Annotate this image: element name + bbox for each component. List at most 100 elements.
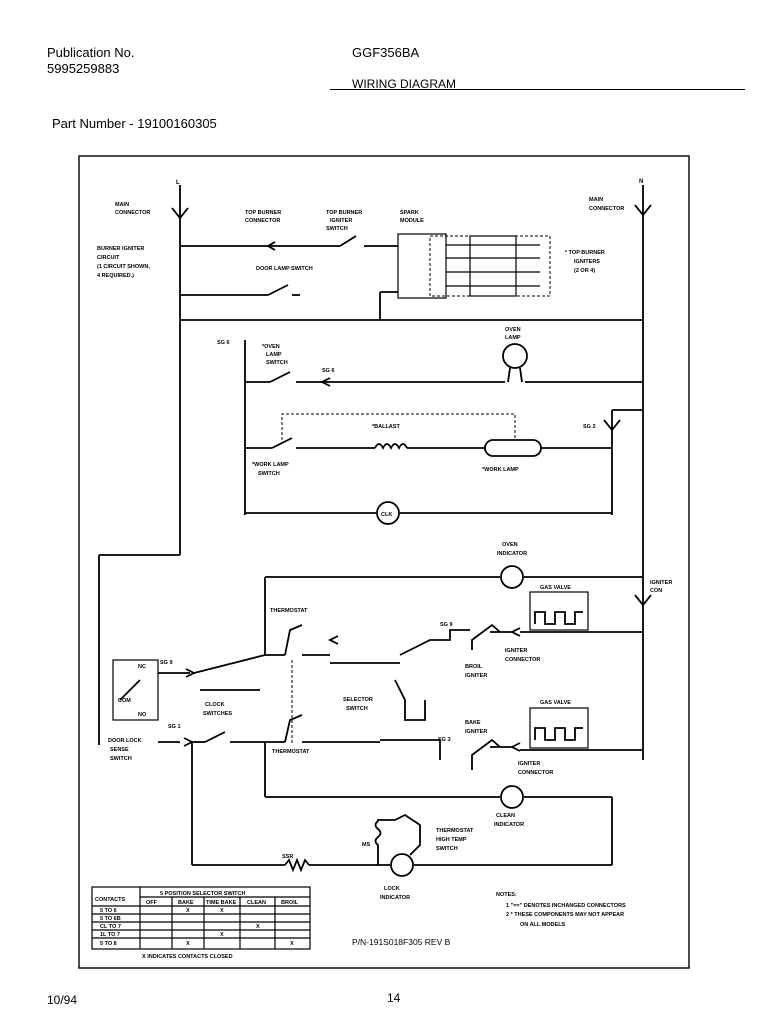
high-temp-1: THERMOSTAT bbox=[436, 828, 474, 834]
thermo-7-arrow bbox=[327, 635, 339, 645]
note-2: 2 * THESE COMPONENTS MAY NOT APPEAR bbox=[506, 912, 624, 918]
sg9-right-label: SG 9 bbox=[440, 622, 453, 628]
top-burner-igniters-1: * TOP BURNER bbox=[565, 250, 605, 256]
gas-valve-top-label: GAS VALVE bbox=[540, 585, 571, 591]
top-burner-switch-2: IGNITER bbox=[330, 218, 352, 224]
selector-switch-2: SWITCH bbox=[346, 706, 368, 712]
burner-igniter-2: CIRCUIT bbox=[97, 255, 120, 261]
gas-valve-top bbox=[529, 591, 589, 631]
ms-coil bbox=[374, 819, 395, 865]
oven-lamp-switch-1: *OVEN bbox=[262, 344, 280, 350]
thermostat-top-element bbox=[284, 624, 303, 656]
oven-indicator-2: INDICATOR bbox=[497, 551, 527, 557]
work-lamp-switch-2: SWITCH bbox=[258, 471, 280, 477]
broil-igniter-2: IGNITER bbox=[465, 673, 487, 679]
clean-indicator-1: CLEAN bbox=[496, 813, 515, 819]
selector-switch bbox=[394, 679, 426, 721]
lock-indicator-2: INDICATOR bbox=[380, 895, 410, 901]
top-burner-connector-2: CONNECTOR bbox=[245, 218, 280, 224]
pn-rev: P/N-191S018F305 REV B bbox=[352, 937, 451, 947]
gas-valve-bottom bbox=[529, 707, 589, 749]
gas-valve-top-coil bbox=[534, 611, 583, 625]
work-lamp-switch-blade bbox=[271, 437, 293, 449]
igniter-connector-bottom-arrow bbox=[509, 742, 521, 752]
selector-switch-1: SELECTOR bbox=[343, 697, 373, 703]
work-lamp-label: *WORK LAMP bbox=[482, 467, 519, 473]
bake-igniter-element bbox=[471, 738, 501, 770]
clock-switches-1: CLOCK bbox=[205, 702, 225, 708]
oven-lamp-lead-r bbox=[519, 367, 523, 383]
title-rule bbox=[330, 89, 745, 90]
main-connector-left-2: CONNECTOR bbox=[115, 210, 150, 216]
line-n-label: N bbox=[639, 179, 644, 185]
igniter-connector-bottom-2: CONNECTOR bbox=[518, 770, 553, 776]
page-number: 14 bbox=[387, 991, 401, 1005]
burner-igniter-1: BURNER IGNITER bbox=[97, 246, 144, 252]
thermostat-bottom-label: THERMOSTAT bbox=[272, 749, 310, 755]
igniter-connector-top-arrow bbox=[509, 627, 521, 637]
broil-igniter-element bbox=[471, 623, 501, 650]
table-footnote: X INDICATES CONTACTS CLOSED bbox=[142, 954, 233, 960]
wire-selector-sg9 bbox=[399, 629, 470, 656]
publication-number: 5995259883 bbox=[47, 61, 120, 76]
com-label: COM bbox=[118, 698, 131, 704]
publication-label: Publication No. bbox=[47, 45, 135, 60]
ms-label: MS bbox=[362, 842, 371, 848]
top-burner-connector-arrow bbox=[266, 241, 276, 251]
ssr-label: SSR bbox=[282, 854, 293, 860]
door-lamp-switch-label: DOOR LAMP SWITCH bbox=[256, 266, 313, 272]
lock-indicator-1: LOCK bbox=[384, 886, 400, 892]
gas-valve-bottom-coil bbox=[534, 727, 583, 741]
oven-indicator-1: OVEN bbox=[502, 542, 518, 548]
main-connector-right-arrow bbox=[634, 204, 652, 217]
oven-lamp-bulb bbox=[502, 343, 528, 369]
main-connector-left-arrow bbox=[171, 207, 189, 220]
door-lock-sense-switch-box bbox=[112, 659, 159, 721]
top-burner-switch-blade bbox=[339, 235, 357, 247]
bake-igniter-2: IGNITER bbox=[465, 729, 487, 735]
footer-date: 10/94 bbox=[47, 993, 78, 1007]
oven-lamp-switch-blade bbox=[269, 371, 291, 383]
igniter-connector-bottom-1: IGNITER bbox=[518, 761, 540, 767]
row-label-3: CL TO 7 bbox=[100, 924, 121, 930]
top-burner-igniters-2: IGNITERS bbox=[574, 259, 600, 265]
oven-lamp-1: OVEN bbox=[505, 327, 521, 333]
ballast-coil bbox=[374, 443, 408, 451]
main-connector-right-1: MAIN bbox=[589, 197, 603, 203]
bake-clock-blade bbox=[204, 731, 226, 743]
oven-lamp-switch-2: LAMP bbox=[266, 352, 282, 358]
work-lamp-dashed-link bbox=[281, 413, 516, 440]
mark-r5-bake: X bbox=[186, 941, 190, 947]
wire-to-thermo bbox=[193, 654, 266, 674]
bake-igniter-1: BAKE bbox=[465, 720, 481, 726]
igniter-connector-top-1: IGNITER bbox=[505, 648, 527, 654]
burner-igniter-4: 4 REQUIRED.) bbox=[97, 273, 134, 279]
page-title: WIRING DIAGRAM bbox=[352, 77, 456, 91]
burner-igniter-3: (1 CIRCUIT SHOWN, bbox=[97, 264, 150, 270]
table-contacts-header: CONTACTS bbox=[95, 897, 125, 903]
work-lamp-tube bbox=[484, 439, 542, 457]
diagram-frame bbox=[78, 155, 690, 969]
oven-indicator bbox=[500, 565, 524, 589]
col-off: OFF bbox=[146, 900, 158, 906]
clean-indicator bbox=[500, 785, 524, 809]
nc-label: NC bbox=[138, 664, 146, 670]
clock-switches-2: SWITCHES bbox=[203, 711, 232, 717]
ssr-resistor bbox=[284, 857, 310, 873]
line-l-label: L bbox=[176, 180, 180, 186]
sg6-arrow bbox=[319, 377, 331, 387]
clean-indicator-2: INDICATOR bbox=[494, 822, 524, 828]
sg2-arrow bbox=[603, 419, 621, 432]
col-clean: CLEAN bbox=[247, 900, 266, 906]
mark-r5-broil: X bbox=[290, 941, 294, 947]
igniter-connector-top-2: CONNECTOR bbox=[505, 657, 540, 663]
broil-igniter-1: BROIL bbox=[465, 664, 483, 670]
oven-lamp-switch-3: SWITCH bbox=[266, 360, 288, 366]
spark-module-2: MODULE bbox=[400, 218, 424, 224]
high-temp-switch bbox=[394, 813, 421, 856]
sg6-right-label: SG 6 bbox=[322, 368, 335, 374]
high-temp-2: HIGH TEMP bbox=[436, 837, 467, 843]
sg9-left-label: SG 9 bbox=[160, 660, 173, 666]
work-lamp-switch-1: *WORK LAMP bbox=[252, 462, 289, 468]
